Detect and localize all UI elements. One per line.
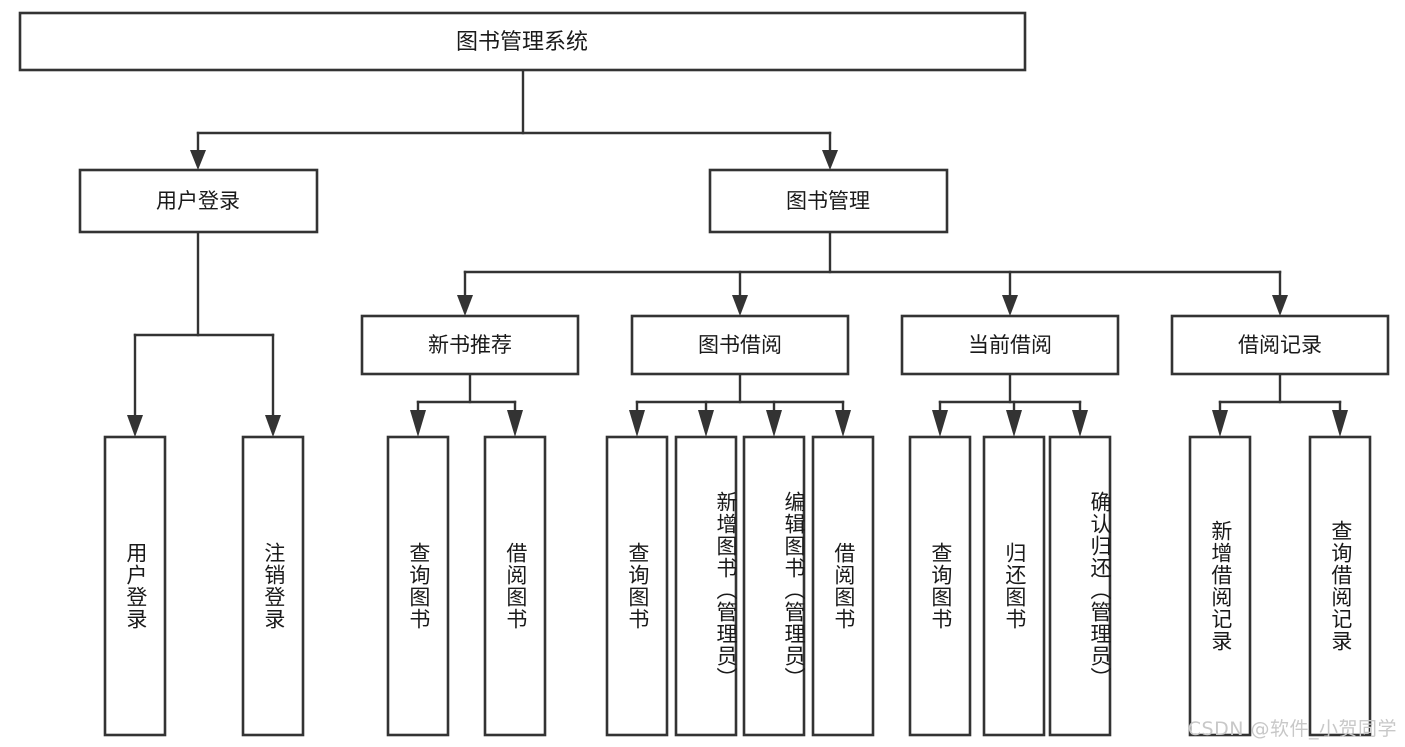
node-borrow-record-box[interactable] — [1170, 314, 1390, 376]
node-book-manage-box[interactable] — [708, 168, 949, 234]
arrow-head-current-borrow — [1002, 295, 1018, 316]
node-book-borrow-box[interactable] — [630, 314, 850, 376]
node-leaf-user-logout-box[interactable] — [241, 435, 305, 737]
node-leaf-query-book-rec-box[interactable] — [386, 435, 450, 737]
arrow-head-leaf-query-book-rec — [410, 410, 426, 437]
arrow-head-new-book-rec — [457, 295, 473, 316]
arrow-head-leaf-user-login — [127, 415, 143, 437]
node-user-login-label: 用户登录 — [156, 189, 240, 213]
arrow-head-leaf-query-book-borrow — [629, 410, 645, 437]
node-leaf-return-book-box[interactable] — [982, 435, 1046, 737]
node-leaf-query-book-borrow-box[interactable] — [605, 435, 669, 737]
arrow-head-leaf-borrow-book-rec — [507, 410, 523, 437]
node-leaf-borrow-book-box[interactable] — [811, 435, 875, 737]
csdn-watermark: CSDN @软件_小贺同学 — [1187, 718, 1397, 740]
arrow-head-leaf-borrow-book — [835, 410, 851, 437]
node-leaf-add-book-box[interactable] — [674, 435, 738, 737]
node-boxes: 图书管理系统 用户登录 图书管理 新书推荐 图书借阅 当前借阅 借阅记录 — [18, 11, 1390, 737]
node-leaf-query-record-box[interactable] — [1308, 435, 1372, 737]
arrow-head-leaf-query-book-cur — [932, 410, 948, 437]
node-leaf-edit-book-box[interactable] — [742, 435, 806, 737]
arrow-head-leaf-return-book — [1006, 410, 1022, 437]
arrow-head-leaf-edit-book — [766, 410, 782, 437]
node-book-borrow-label: 图书借阅 — [698, 333, 782, 357]
node-current-borrow-label: 当前借阅 — [968, 333, 1052, 357]
node-current-borrow-box[interactable] — [900, 314, 1120, 376]
arrow-head-borrow-record — [1272, 295, 1288, 316]
arrow-head-book-borrow — [732, 295, 748, 316]
node-root-box[interactable] — [18, 11, 1027, 72]
node-leaf-add-record-box[interactable] — [1188, 435, 1252, 737]
node-root-label: 图书管理系统 — [456, 30, 588, 55]
arrow-head-leaf-confirm-return — [1072, 410, 1088, 437]
arrow-head-user-login — [190, 150, 206, 170]
node-leaf-query-book-cur-box[interactable] — [908, 435, 972, 737]
node-leaf-user-login-box[interactable] — [103, 435, 167, 737]
node-leaf-borrow-book-rec-box[interactable] — [483, 435, 547, 737]
arrow-head-leaf-query-record — [1332, 410, 1348, 437]
node-leaf-confirm-return-box[interactable] — [1048, 435, 1112, 737]
node-new-book-rec-box[interactable] — [360, 314, 580, 376]
node-user-login-box[interactable] — [78, 168, 319, 234]
arrow-head-leaf-user-logout — [265, 415, 281, 437]
arrow-head-leaf-add-record — [1212, 410, 1228, 437]
node-new-book-rec-label: 新书推荐 — [428, 333, 512, 357]
connectors — [127, 68, 1348, 437]
node-book-manage-label: 图书管理 — [786, 189, 870, 213]
node-borrow-record-label: 借阅记录 — [1238, 333, 1322, 357]
arrow-head-book-manage — [822, 150, 838, 170]
arrow-head-leaf-add-book — [698, 410, 714, 437]
